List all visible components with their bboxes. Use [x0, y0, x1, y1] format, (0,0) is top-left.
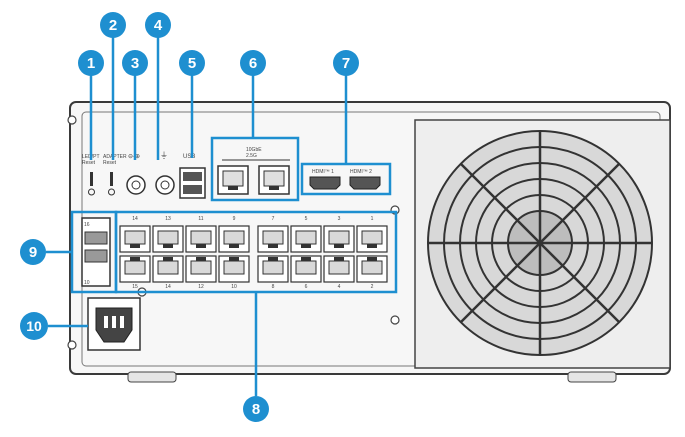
leader-lines: [46, 36, 348, 396]
switch-port-number: 5: [305, 216, 308, 222]
switch-port: [290, 255, 322, 283]
hdmi1-port: [309, 176, 341, 190]
switch-port: [323, 225, 355, 253]
foot-right: [567, 371, 617, 383]
switch-port-number: 11: [198, 216, 203, 222]
switch-port-number: 14: [165, 284, 171, 290]
callout-8: 8: [243, 396, 269, 422]
switch-port-number: 8: [272, 284, 275, 290]
switch-port-number: 15: [132, 284, 138, 290]
switch-port: [290, 225, 322, 253]
switch-port: [185, 255, 217, 283]
switch-port-number: 13: [165, 216, 171, 222]
switch-port: [218, 225, 250, 253]
callout-3: 3: [122, 50, 148, 76]
switch-port: [218, 255, 250, 283]
sfp-top-number: 16: [84, 222, 90, 228]
callout-2: 2: [100, 12, 126, 38]
callout-4: 4: [145, 12, 171, 38]
switch-port: [119, 225, 151, 253]
switch-port: [152, 225, 184, 253]
switch-port: [323, 255, 355, 283]
reset-buttons: [88, 172, 115, 196]
sfp-bottom-number: 10: [84, 280, 90, 286]
svg-text:⏚: ⏚: [160, 151, 168, 160]
switch-port: [185, 225, 217, 253]
switch-port-number: 14: [132, 216, 138, 222]
fan-grille: [414, 119, 671, 369]
rj45-highlight: [210, 136, 300, 202]
hdmi2-label: HDMI™ 2: [350, 169, 372, 175]
callout-6: 6: [240, 50, 266, 76]
usb-ports: [179, 167, 206, 199]
switch-port: [356, 255, 388, 283]
usb-label: USB: [183, 154, 195, 160]
callout-9: 9: [20, 239, 46, 265]
callout-1: 1: [78, 50, 104, 76]
switch-port-number: 6: [305, 284, 308, 290]
switch-port: [257, 255, 289, 283]
switch-port: [119, 255, 151, 283]
switch-port-number: 2: [371, 284, 374, 290]
hdmi1-label: HDMI™ 1: [312, 169, 334, 175]
callout-10: 10: [20, 312, 48, 340]
switch-port: [356, 225, 388, 253]
rj45-ports: [217, 165, 290, 195]
switch-port-number: 7: [272, 216, 275, 222]
hdmi2-port: [349, 176, 381, 190]
switch-port: [152, 255, 184, 283]
switch-port-number: 12: [198, 284, 204, 290]
callout-7: 7: [333, 50, 359, 76]
switch-port: [257, 225, 289, 253]
switch-port-number: 9: [233, 216, 236, 222]
foot-left: [127, 371, 177, 383]
switch-port-number: 1: [371, 216, 374, 222]
switch-port-number: 3: [338, 216, 341, 222]
switch-ports: [119, 225, 388, 283]
audio-jack: [155, 175, 175, 195]
callout-5: 5: [179, 50, 205, 76]
switch-port-number: 10: [231, 284, 237, 290]
switch-numbers: 14 13 11 9 7 5 3 1 15 14 12 10 8 6 4 2: [132, 216, 373, 290]
switch-port-number: 4: [338, 284, 341, 290]
dc-jack: [126, 175, 146, 195]
